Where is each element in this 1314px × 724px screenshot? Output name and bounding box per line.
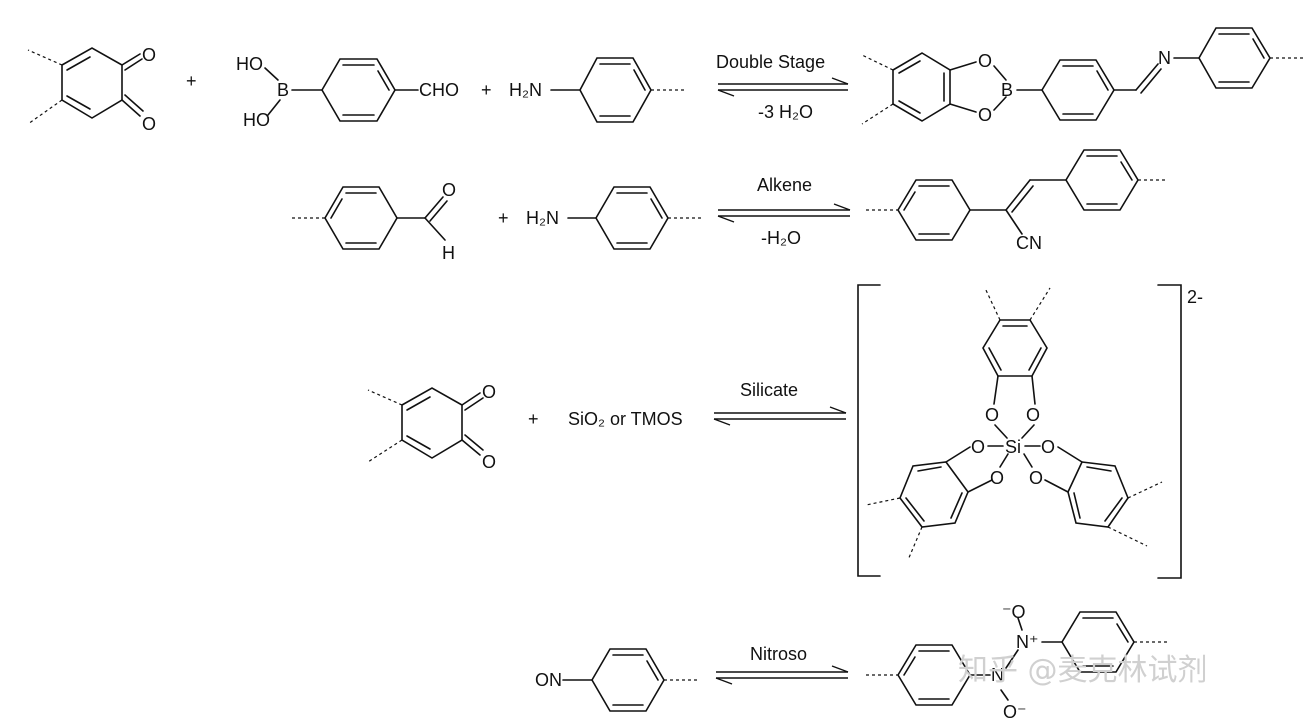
cyanostilbene-product: CN <box>866 149 1168 253</box>
nitrosobenzene-reactant: ON <box>535 648 698 712</box>
aldehyde-label: CHO <box>419 80 459 100</box>
row-silicate: O O + SiO₂ or TMOS Silicate 2- <box>367 284 1203 579</box>
atom-O: O <box>482 452 496 472</box>
aniline-reactant-2: H₂N <box>526 186 702 250</box>
equilibrium-arrow: Silicate <box>713 380 847 426</box>
condition-label: Nitroso <box>750 644 807 664</box>
row-nitroso: ON Nitroso N O⁻ N⁺ <box>535 602 1168 722</box>
silicon-label: Si <box>1005 437 1021 457</box>
formylphenylboronic-acid: HO HO B CHO <box>236 54 459 130</box>
nitroso-label: ON <box>535 670 562 690</box>
amine-label: H₂N <box>526 208 559 228</box>
atom-O: O <box>1026 405 1040 425</box>
quinone-reactant-2: O O <box>367 382 496 472</box>
plus-sign: + <box>481 80 492 100</box>
plus-sign: + <box>498 208 509 228</box>
atom-O: O <box>985 405 999 425</box>
hydroxyl-label: HO <box>243 110 270 130</box>
condition-label: Double Stage <box>716 52 825 72</box>
atom-N: N <box>1158 48 1171 68</box>
atom-O: O <box>142 45 156 65</box>
row-double-stage: O O + HO HO B CHO + H₂N <box>27 27 1305 134</box>
atom-H: H <box>442 243 455 263</box>
boron-label: B <box>1001 80 1013 100</box>
byproduct-label: -H₂O <box>761 228 801 248</box>
row-alkene: O H + H₂N Alkene -H₂O <box>292 149 1168 263</box>
atom-O: O <box>482 382 496 402</box>
boronate-imine-product: O O B N <box>861 27 1305 125</box>
atom-O: O <box>978 51 992 71</box>
benzaldehyde-reactant: O H <box>292 180 456 263</box>
atom-O: O <box>971 437 985 457</box>
quinone-reactant-1: O O <box>27 45 156 134</box>
nitrogen-cation-label: N⁺ <box>1016 632 1039 652</box>
byproduct-label: -3 H₂O <box>758 102 813 122</box>
equilibrium-arrow: Alkene -H₂O <box>717 175 851 248</box>
complex-brackets: 2- <box>857 284 1203 579</box>
plus-sign: + <box>528 409 539 429</box>
atom-O: O <box>142 114 156 134</box>
charge-label: 2- <box>1187 287 1203 307</box>
nitrile-label: CN <box>1016 233 1042 253</box>
oxide-label: ⁻O <box>1002 602 1026 622</box>
atom-O: O <box>442 180 456 200</box>
aniline-reactant-1: H₂N <box>509 57 685 123</box>
amine-label: H₂N <box>509 80 542 100</box>
atom-O: O <box>1029 468 1043 488</box>
equilibrium-arrow: Double Stage -3 H₂O <box>716 52 849 122</box>
hydroxyl-label: HO <box>236 54 263 74</box>
plus-sign: + <box>186 71 197 91</box>
equilibrium-arrow: Nitroso <box>715 644 849 685</box>
atom-N: N <box>991 665 1004 685</box>
condition-label: Alkene <box>757 175 812 195</box>
atom-O: O <box>1041 437 1055 457</box>
tris-catecholato-silicate: O O Si O O O O <box>865 287 1163 561</box>
atom-O: O <box>978 105 992 125</box>
silica-reagent: SiO₂ or TMOS <box>568 409 683 429</box>
oxide-label: O⁻ <box>1003 702 1027 722</box>
watermark: 知乎 @麦克林试剂 <box>958 653 1208 688</box>
condition-label: Silicate <box>740 380 798 400</box>
azodioxide-product: N O⁻ N⁺ ⁻O <box>866 602 1168 722</box>
atom-O: O <box>990 468 1004 488</box>
boron-label: B <box>277 80 289 100</box>
